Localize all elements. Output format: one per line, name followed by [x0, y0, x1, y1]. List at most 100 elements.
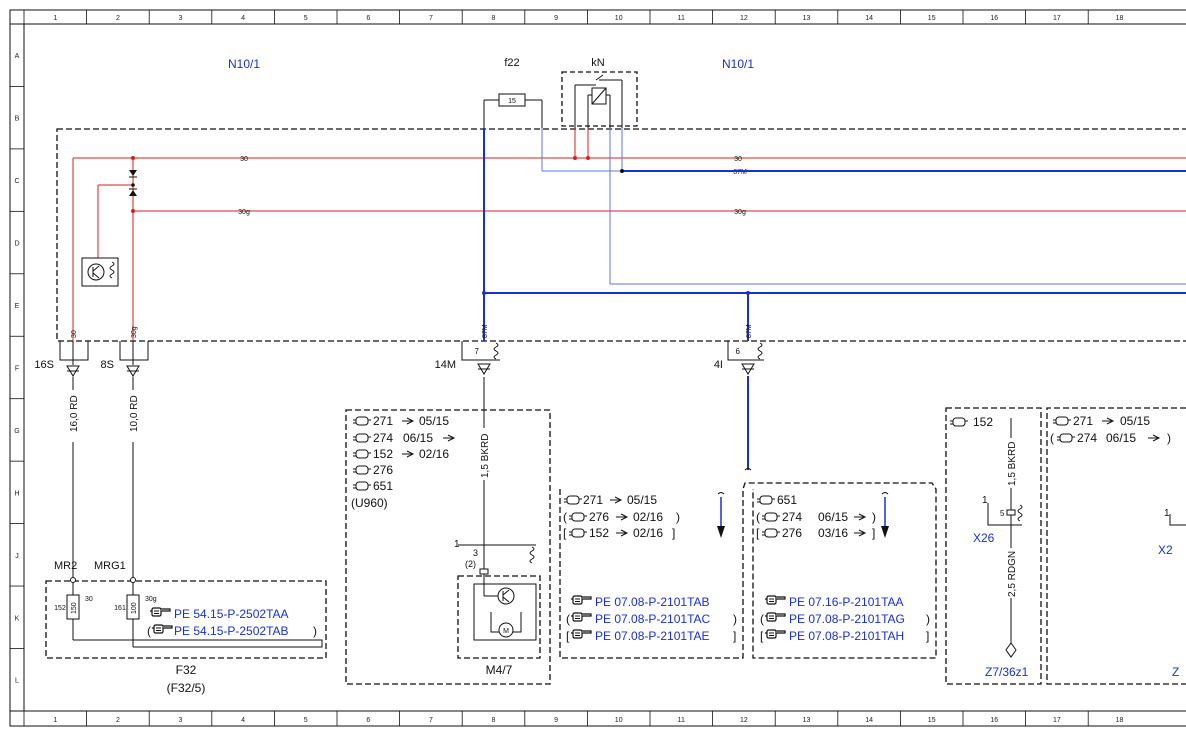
grid-column-label: 7: [429, 15, 433, 22]
wire-continuation-mark: [744, 468, 752, 471]
fuse-f22-label: f22: [504, 57, 519, 69]
n10-1-label-right: N10/1: [722, 57, 754, 71]
grid-column-label: 16: [990, 15, 998, 22]
diode-upper: [129, 170, 137, 178]
engine-icon: [352, 481, 372, 491]
engine-icon: [568, 512, 588, 522]
reference-hand-icon: [570, 612, 592, 622]
svg-text:[: [: [756, 526, 760, 540]
grid-column-label: 6: [366, 717, 370, 724]
pin-30g-label: 30g: [131, 326, 138, 338]
reference-hand-icon: [151, 624, 173, 634]
svg-text:05/15: 05/15: [419, 414, 449, 428]
grid-column-label: 3: [179, 15, 183, 22]
svg-text:]: ]: [672, 526, 675, 540]
engine-icon: [352, 449, 372, 459]
engine-variant-box: [345, 409, 551, 685]
svg-text:02/16: 02/16: [633, 526, 663, 540]
pin-7-label: 7: [475, 347, 480, 356]
relay-kn-label: kN: [591, 57, 605, 69]
grid-row-label: E: [15, 303, 20, 310]
svg-text:276: 276: [589, 510, 609, 524]
relay-kn: [561, 71, 638, 128]
svg-text:): ): [733, 612, 737, 626]
box-a-variants: 271 05/15 ( 276 02/16 ) [ 152 02/16 ]: [563, 493, 680, 540]
grid-row-label: D: [14, 241, 19, 248]
n10-1-label-left: N10/1: [228, 57, 260, 71]
reference-hand-icon: [764, 612, 786, 622]
svg-text:271: 271: [1073, 414, 1093, 428]
grid-column-label: 14: [865, 15, 873, 22]
grid-row-label: A: [15, 53, 20, 60]
svg-text:06/15: 06/15: [818, 510, 848, 524]
connector-14m-label: 14M: [435, 359, 456, 371]
grid-column-label: 1: [53, 717, 57, 724]
box-a-ref-2[interactable]: PE 07.08-P-2101TAC: [595, 612, 711, 626]
svg-text:(: (: [566, 612, 570, 626]
box-c-engine: 152: [973, 415, 993, 429]
grid-column-label: 18: [1116, 717, 1124, 724]
svg-text:]: ]: [872, 526, 875, 540]
svg-text:): ): [1167, 431, 1171, 445]
connector-4i-label: 4I: [714, 359, 723, 371]
diode-lower: [129, 188, 137, 196]
svg-text:(: (: [563, 510, 567, 524]
light-blue-wire-group: [541, 128, 1186, 285]
f32-ref-1[interactable]: PE 54.15-P-2502TAA: [174, 607, 289, 621]
svg-text:(: (: [147, 624, 151, 638]
svg-text:]: ]: [926, 629, 929, 643]
box-b-ref-3[interactable]: PE 07.08-P-2101TAH: [789, 629, 904, 643]
f32-pin-161: 161: [114, 605, 126, 612]
reference-hand-icon: [570, 629, 592, 639]
grid-column-label: 16: [990, 717, 998, 724]
pin-30-label: 30: [71, 330, 78, 338]
wire-30g-label-left: 30g: [238, 209, 250, 216]
engine-icon: [1056, 433, 1076, 443]
box-b-ref-2[interactable]: PE 07.08-P-2101TAG: [789, 612, 905, 626]
svg-text:271: 271: [373, 414, 393, 428]
engine-icon: [949, 417, 969, 427]
grid-column-label: 2: [116, 717, 120, 724]
box-b-ref-1[interactable]: PE 07.16-P-2101TAA: [789, 595, 904, 609]
m4-7-pin-2: (2): [465, 559, 476, 569]
motor-icon: M: [503, 628, 509, 635]
svg-text:05/15: 05/15: [627, 493, 657, 507]
f32-ref-2[interactable]: PE 54.15-P-2502TAB: [174, 624, 289, 638]
grid-column-label: 11: [678, 15, 685, 22]
engine-icon: [563, 495, 583, 505]
n10-1-module-border: [56, 128, 1186, 342]
grid-column-label: 3: [179, 717, 183, 724]
grid-column-label: 12: [740, 15, 748, 22]
svg-text:274: 274: [1077, 431, 1097, 445]
x26-pin-1: 1: [982, 495, 988, 506]
svg-text:651: 651: [777, 493, 797, 507]
svg-text:276: 276: [782, 526, 802, 540]
svg-text:[: [: [566, 629, 570, 643]
pin-87m-label-a: 87M: [482, 324, 489, 338]
svg-text:): ): [676, 510, 680, 524]
grid-row-label: L: [15, 678, 19, 685]
grid-column-label: 17: [1053, 717, 1061, 724]
arrow-down-icon: [717, 526, 725, 538]
grid-column-label: 13: [803, 717, 811, 724]
engine-icon: [761, 512, 781, 522]
grid-column-label: 8: [492, 15, 496, 22]
box-d-z-label: Z: [1172, 665, 1179, 679]
svg-text:02/16: 02/16: [419, 447, 449, 461]
engine-icon: [352, 433, 372, 443]
m4-7-component: [457, 544, 541, 659]
svg-text:05/15: 05/15: [1120, 414, 1150, 428]
connector-14m: [461, 341, 500, 375]
grid-column-label: 4: [241, 15, 245, 22]
box-a-ref-1[interactable]: PE 07.08-P-2101TAB: [595, 595, 710, 609]
grid-column-label: 14: [865, 717, 873, 724]
svg-text:(: (: [756, 510, 760, 524]
grid-row-label: K: [15, 615, 20, 622]
cable-2-5-rdgn-label: 2,5 RDGN: [1007, 551, 1018, 597]
wire-87m-label: 87M: [733, 169, 747, 176]
box-a-ref-3[interactable]: PE 07.08-P-2101TAE: [595, 629, 710, 643]
svg-text:276: 276: [373, 463, 393, 477]
grid-row-label: G: [14, 428, 19, 435]
svg-text:271: 271: [583, 493, 603, 507]
